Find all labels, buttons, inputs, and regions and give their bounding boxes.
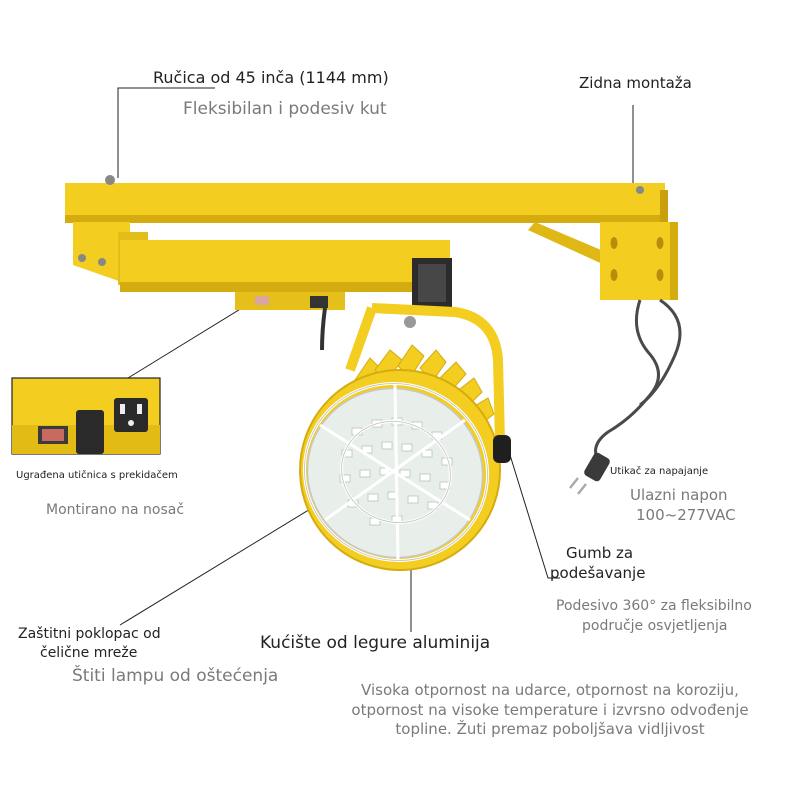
voltage-value: 100~277VAC	[636, 506, 736, 524]
guard-label-1: Zaštitni poklopac od	[18, 626, 161, 642]
socket-detail-inset	[11, 377, 161, 455]
arm-bolt	[78, 254, 86, 262]
wall-mount-label: Zidna montaža	[579, 74, 692, 92]
arm-socket-box	[235, 292, 345, 351]
lamp-housing	[299, 344, 501, 571]
callout-line-socket	[127, 299, 256, 379]
callout-line-knob	[509, 454, 560, 579]
wall-mount-bracket	[528, 222, 678, 300]
socket-mount-label: Montirano na nosač	[46, 502, 185, 518]
lamp-yoke	[345, 303, 505, 443]
yoke-bolt	[404, 316, 416, 328]
callout-line-arm	[117, 87, 215, 178]
arm-bolt	[636, 186, 644, 194]
callout-lines	[117, 87, 634, 632]
adjustment-knob	[493, 435, 511, 463]
plug-label: Utikač za napajanje	[610, 466, 709, 477]
guard-label-2: čelične mreže	[40, 645, 138, 661]
housing-desc-line-3: topline. Žuti premaz poboljšava vidljivo…	[395, 720, 705, 738]
housing-desc-line-2: otpornost na visoke temperature i izvrsn…	[351, 701, 749, 719]
arm-bolt	[105, 175, 115, 185]
outlet-plug	[76, 410, 104, 454]
arm-length-label: Ručica od 45 inča (1144 mm)	[153, 68, 389, 87]
lower-arm	[73, 222, 452, 308]
socket-label: Ugrađena utičnica s prekidačem	[16, 470, 178, 481]
power-cord	[594, 298, 682, 461]
guard-protect-label: Štiti lampu od oštećenja	[72, 666, 279, 686]
rotation-label-1: Podesivo 360° za fleksibilno	[556, 598, 752, 614]
housing-label: Kućište od legure aluminija	[260, 633, 491, 653]
arm-flexible-label: Fleksibilan i podesiv kut	[183, 99, 387, 119]
voltage-title: Ulazni napon	[630, 486, 728, 504]
knob-label-1: Gumb za	[566, 544, 634, 562]
outlet-receptacle	[114, 398, 148, 432]
arm-bolt	[98, 258, 106, 266]
power-plug	[569, 452, 610, 495]
upper-arm	[65, 175, 668, 223]
callout-line-guard	[119, 499, 326, 626]
knob-label-2: podešavanje	[550, 564, 646, 582]
housing-desc-line-1: Visoka otpornost na udarce, otpornost na…	[361, 681, 739, 699]
rotation-label-2: područje osvjetljenja	[582, 618, 728, 634]
